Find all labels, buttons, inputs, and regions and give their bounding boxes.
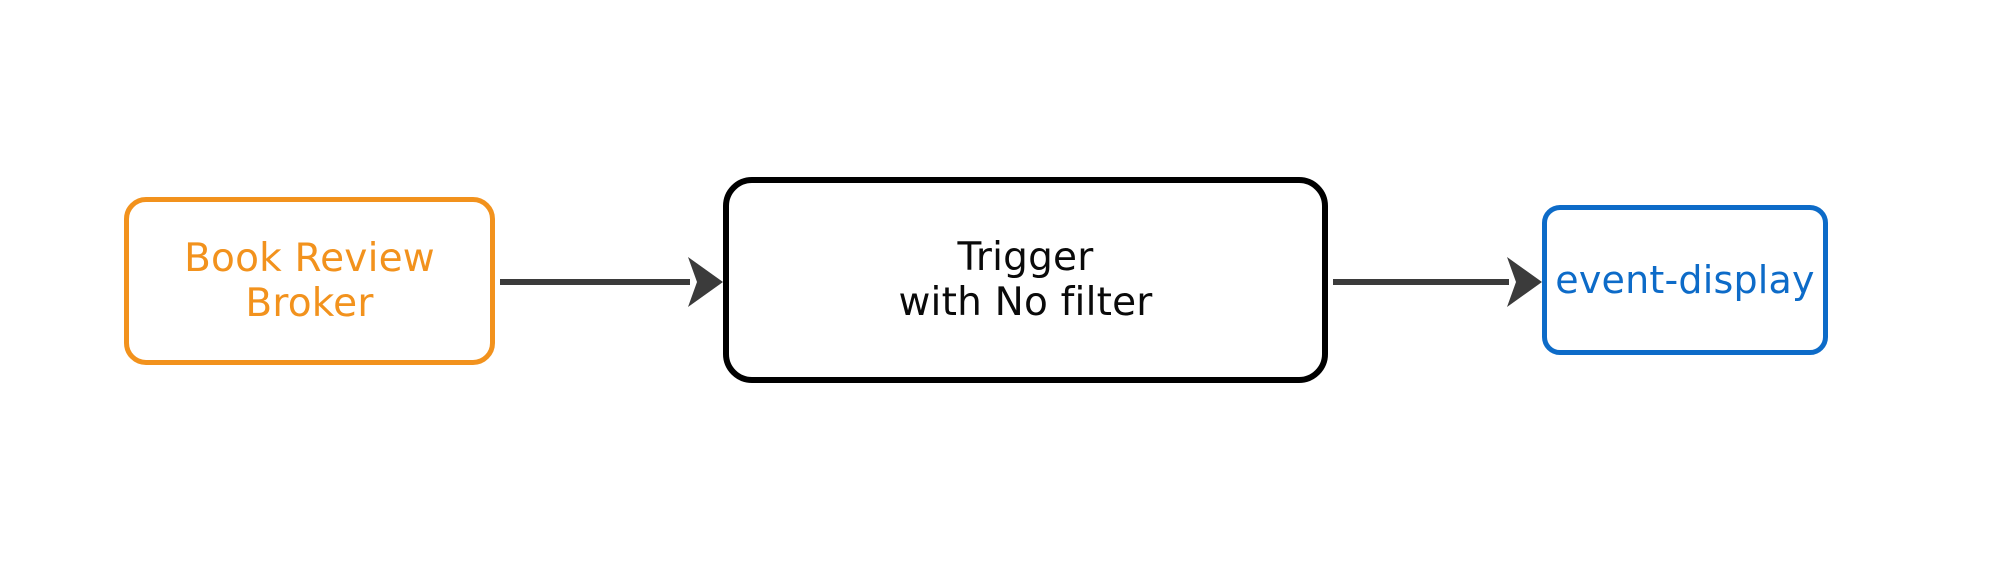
node-event-display-label: event-display [1555, 257, 1815, 302]
node-trigger-label-line1: Trigger [957, 234, 1094, 280]
node-trigger-label-line2: with No filter [898, 280, 1153, 325]
node-trigger[interactable]: Trigger with No filter [723, 177, 1328, 383]
node-book-review-broker-label-line2: Broker [245, 281, 374, 326]
node-book-review-broker[interactable]: Book Review Broker [124, 197, 495, 365]
edge-source-to-trigger-arrowhead [688, 257, 723, 307]
node-book-review-broker-label-line1: Book Review [184, 235, 435, 281]
edge-trigger-to-sink-arrowhead [1507, 257, 1542, 307]
node-event-display[interactable]: event-display [1542, 205, 1828, 355]
